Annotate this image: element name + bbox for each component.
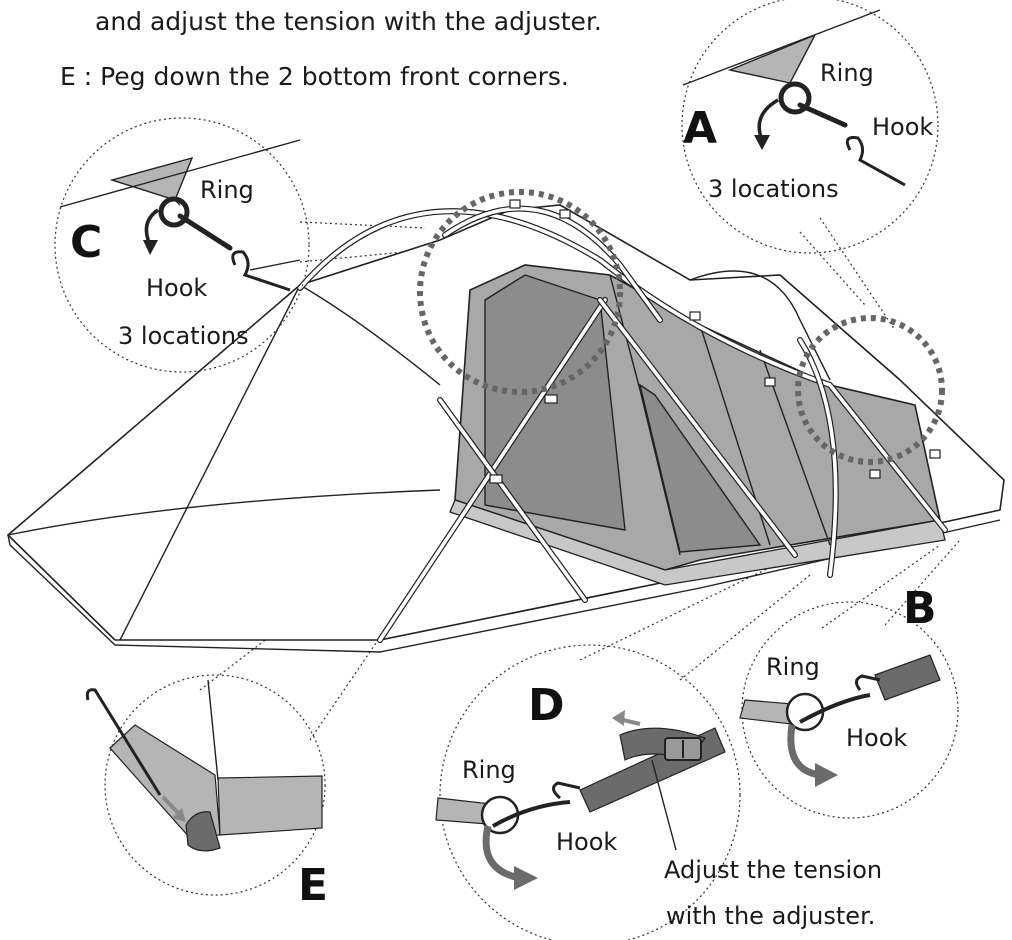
detail-e-letter: E xyxy=(298,860,328,911)
detail-a-ring-label: Ring xyxy=(820,59,874,87)
detail-d-ring-label: Ring xyxy=(462,756,516,784)
detail-d: D Ring Hook Adjust the tension with the … xyxy=(436,645,882,940)
instruction-line-1: and adjust the tension with the adjuster… xyxy=(95,7,602,36)
detail-c-ring-label: Ring xyxy=(200,176,254,204)
detail-b-letter: B xyxy=(903,583,937,634)
detail-a-hook-label: Hook xyxy=(872,113,933,141)
instruction-line-2: E : Peg down the 2 bottom front corners. xyxy=(60,62,569,91)
detail-c-letter: C xyxy=(70,217,102,268)
tent-illustration xyxy=(8,192,1004,652)
detail-d-letter: D xyxy=(528,680,565,731)
detail-d-note-line-2: with the adjuster. xyxy=(666,902,875,930)
detail-d-hook-label: Hook xyxy=(556,828,617,856)
detail-e: E xyxy=(87,675,328,911)
detail-c-hook-label: Hook xyxy=(146,274,207,302)
detail-d-note-line-1: Adjust the tension xyxy=(664,856,882,884)
detail-a: A Ring Hook 3 locations xyxy=(682,0,938,253)
detail-a-count-label: 3 locations xyxy=(708,175,839,203)
detail-b-hook-label: Hook xyxy=(846,724,907,752)
detail-a-letter: A xyxy=(683,103,717,154)
detail-b: B Ring Hook xyxy=(740,583,958,818)
detail-c-count-label: 3 locations xyxy=(118,322,249,350)
detail-b-ring-label: Ring xyxy=(766,653,820,681)
